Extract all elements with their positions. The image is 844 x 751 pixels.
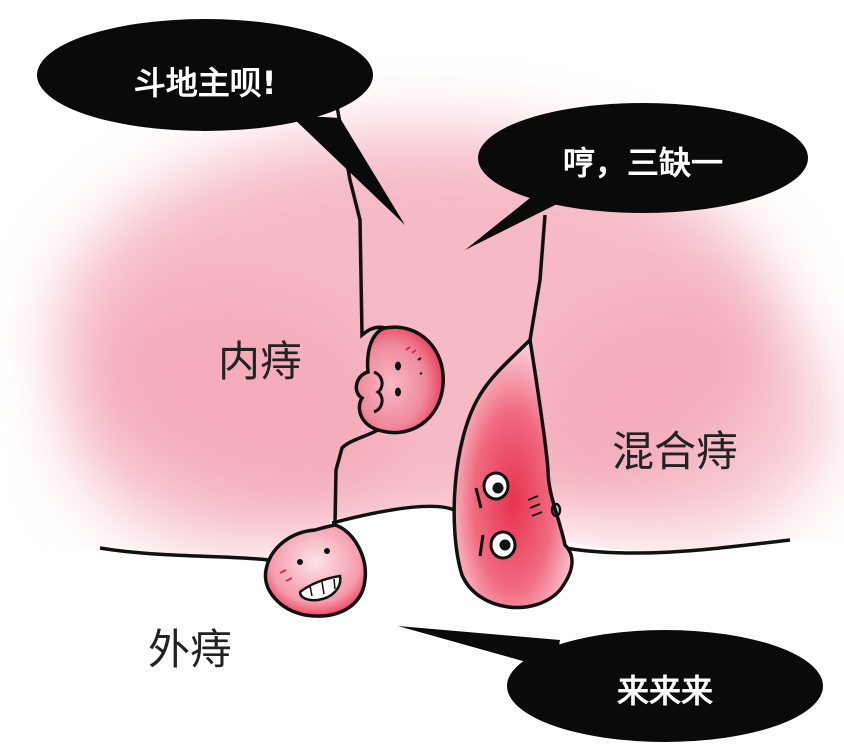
external-hemorrhoid [263,523,368,618]
label-external-hemorrhoid: 外痔 [148,625,233,674]
speech-bubble-bottom-right [507,630,823,742]
bubble-tail-bottom-right [398,626,560,670]
bubble-text-bottom-right: 来来来 [616,672,713,710]
label-internal-hemorrhoid: 内痔 [218,337,303,386]
speech-bubble-top-right [478,103,808,213]
bubble-tail-top-right [465,190,575,250]
bubble-text-top-right: 哼，三缺一 [562,144,723,182]
skin-outline-right [331,504,459,525]
skin-outline-far-right [564,538,791,555]
bubble-tail-top-left [290,115,405,225]
speech-bubble-top-left [37,19,373,131]
bubble-text-top-left: 斗地主呗! [133,64,277,102]
pink-background-glow [60,130,830,550]
canal-left-wall-lower [333,428,379,526]
label-mixed-hemorrhoid: 混合痔 [612,427,739,476]
internal-hemorrhoid [354,325,445,435]
lower-skin-area [0,548,268,751]
skin-outline [99,546,269,562]
mixed-hemorrhoid [452,336,574,610]
